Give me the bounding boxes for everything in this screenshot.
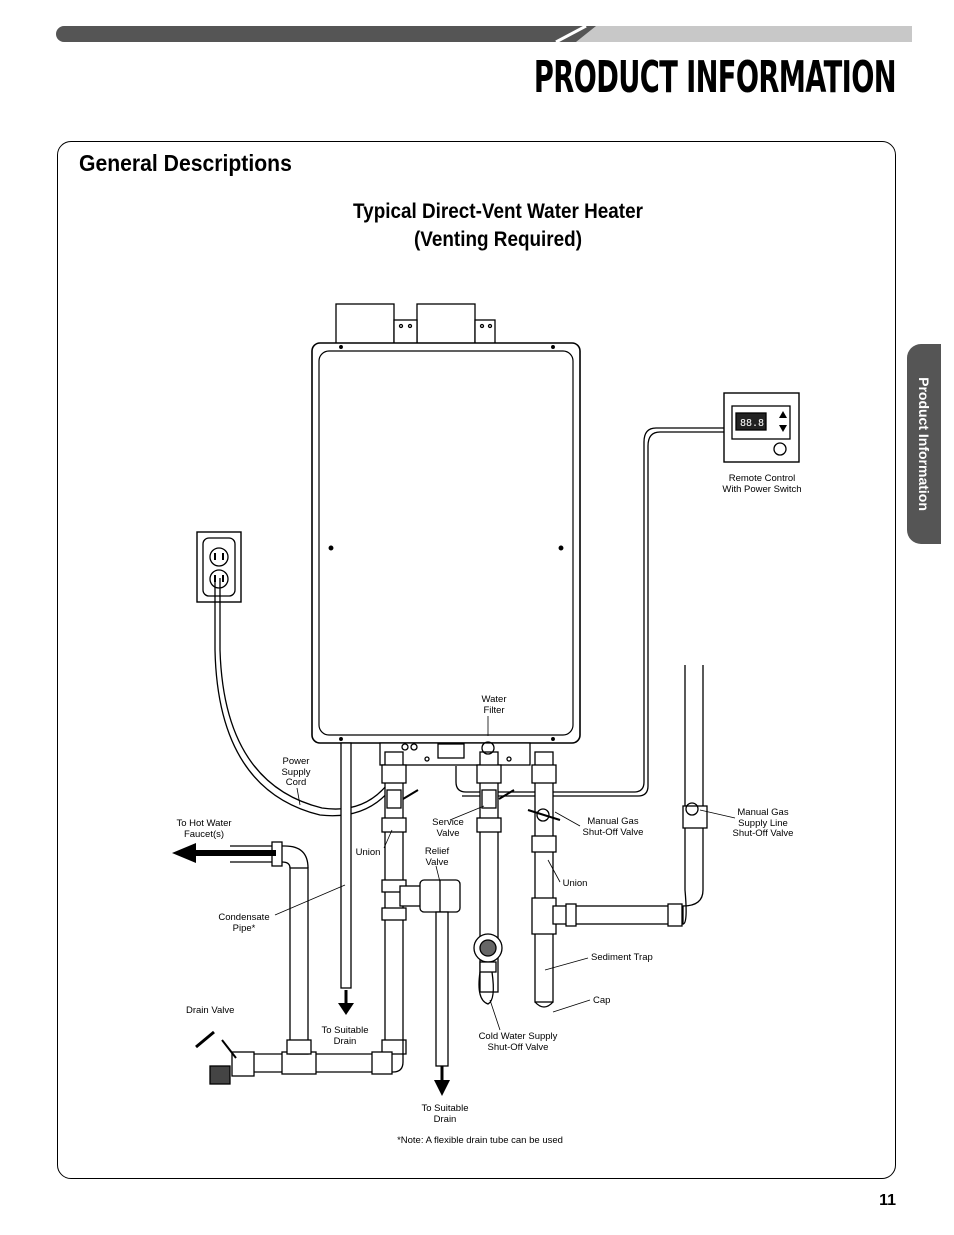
label-service-valve: Service Valve bbox=[432, 817, 464, 839]
page-number: 11 bbox=[879, 1192, 896, 1209]
cold-water-piping bbox=[473, 741, 515, 1005]
hot-water-piping bbox=[172, 751, 461, 1096]
label-to-hot-water: To Hot Water Faucet(s) bbox=[176, 818, 232, 840]
water-heater-unit bbox=[311, 342, 581, 744]
electrical-outlet bbox=[196, 531, 242, 603]
diagram-title-line1: Typical Direct-Vent Water Heater bbox=[353, 200, 643, 223]
leader-lines bbox=[274, 716, 736, 1031]
side-tab[interactable] bbox=[907, 344, 941, 544]
label-to-suitable-drain-2: To Suitable Drain bbox=[421, 1103, 469, 1125]
label-drain-valve: Drain Valve bbox=[186, 1005, 235, 1016]
label-remote-control: Remote Control With Power Switch bbox=[722, 473, 802, 495]
diagram-title: Typical Direct-Vent Water Heater (Ventin… bbox=[318, 198, 678, 254]
label-to-suitable-drain-1: To Suitable Drain bbox=[321, 1025, 369, 1047]
label-manual-gas-shutoff: Manual Gas Shut-Off Valve bbox=[582, 816, 644, 838]
label-water-filter: Water Filter bbox=[481, 694, 507, 716]
gas-piping bbox=[527, 665, 708, 1008]
label-manual-gas-supply: Manual Gas Supply Line Shut-Off Valve bbox=[732, 807, 794, 839]
label-condensate-pipe: Condensate Pipe* bbox=[218, 912, 270, 934]
diagram-title-line2: (Venting Required) bbox=[413, 228, 583, 251]
label-cold-water-shutoff: Cold Water Supply Shut-Off Valve bbox=[478, 1031, 558, 1053]
page-title: PRODUCT INFORMATION bbox=[533, 52, 897, 103]
remote-display: 88.8 bbox=[740, 418, 764, 429]
label-union-right: Union bbox=[562, 878, 588, 889]
label-sediment-trap: Sediment Trap bbox=[591, 952, 653, 963]
diagram-note: *Note: A flexible drain tube can be used bbox=[397, 1135, 563, 1146]
content-box bbox=[57, 141, 896, 1179]
label-union-left: Union bbox=[355, 847, 381, 858]
header-bar bbox=[56, 26, 912, 42]
label-cap: Cap bbox=[593, 995, 611, 1006]
vent-connectors bbox=[335, 303, 496, 345]
label-power-supply-cord: Power Supply Cord bbox=[281, 756, 311, 788]
remote-control: 88.8 bbox=[723, 392, 800, 463]
label-relief-valve: Relief Valve bbox=[424, 846, 450, 868]
section-title: General Descriptions bbox=[79, 150, 292, 176]
